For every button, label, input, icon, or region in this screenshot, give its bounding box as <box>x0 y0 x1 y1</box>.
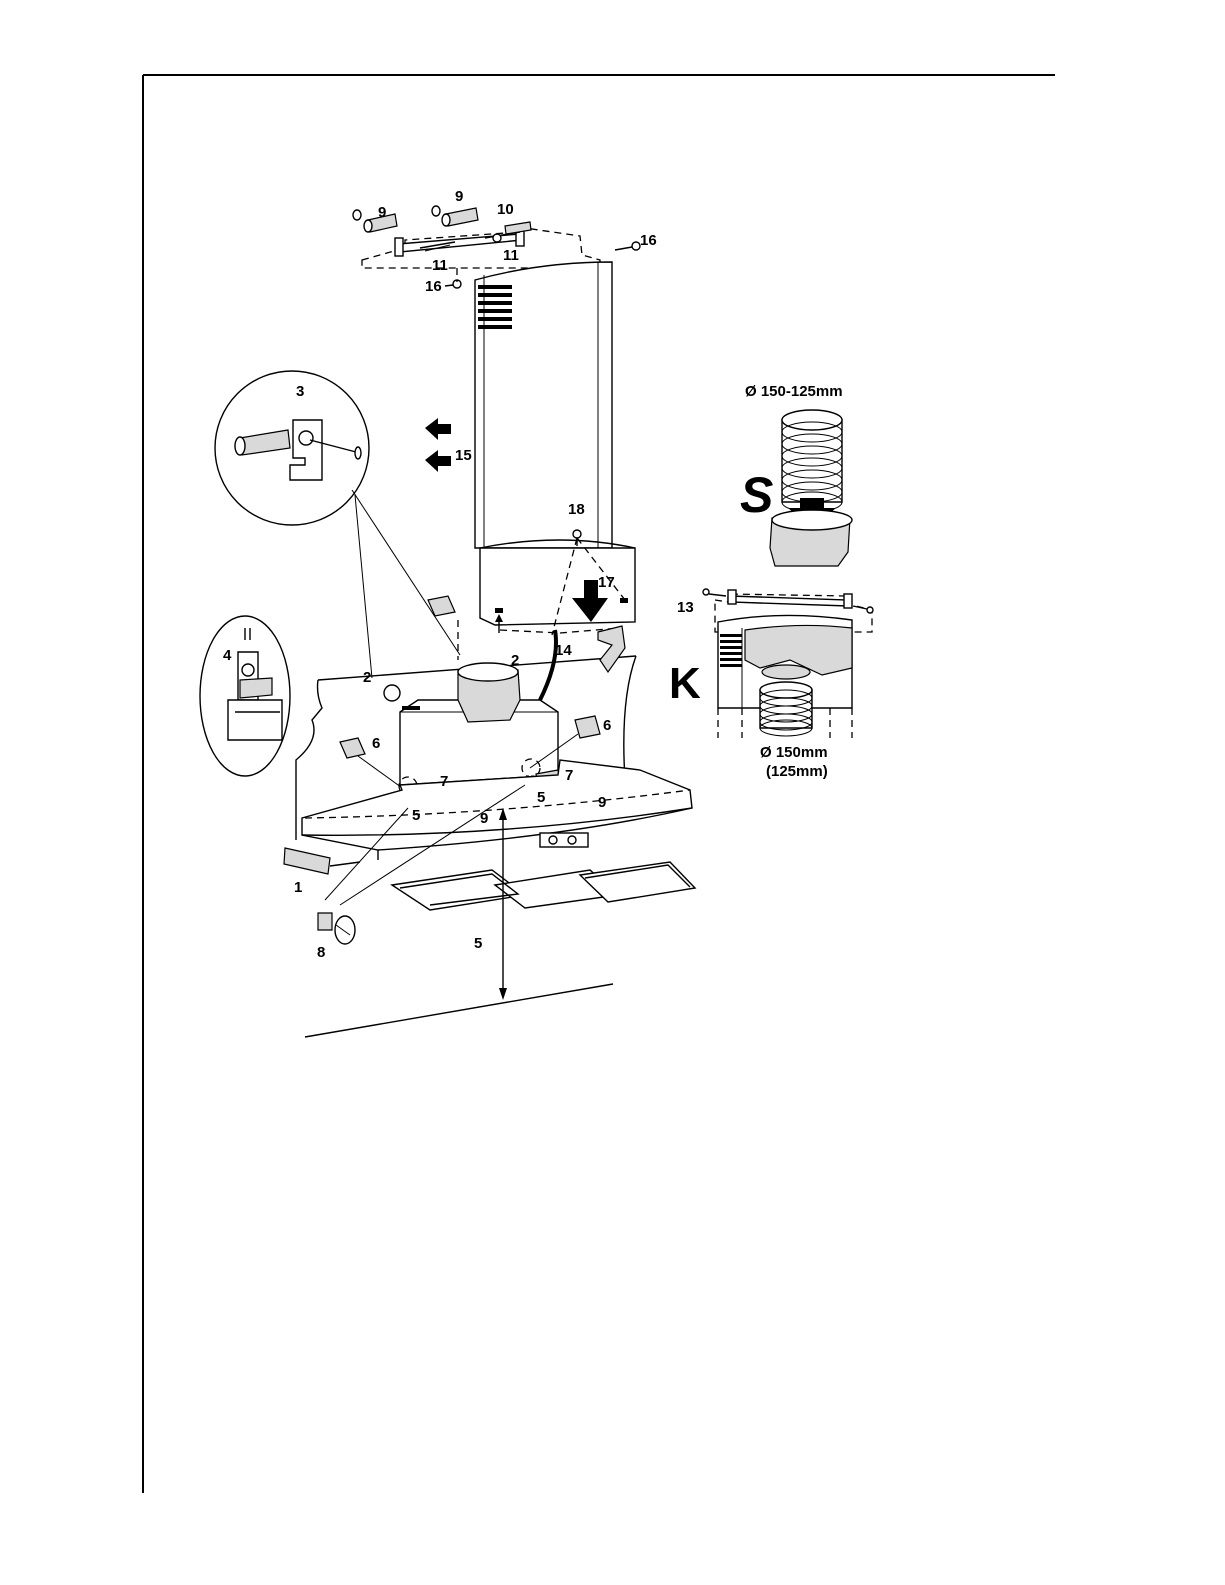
label-9-top-right: 9 <box>455 188 463 205</box>
label-15: 15 <box>455 447 472 464</box>
label-5-left: 5 <box>412 807 420 824</box>
mode-s-letter: S <box>740 467 773 523</box>
extraction-mode-s <box>770 410 852 566</box>
label-9-center: 9 <box>480 810 488 827</box>
motor-housing <box>400 663 558 785</box>
label-7-right: 7 <box>565 767 573 784</box>
wall-bracket-upper <box>428 596 458 660</box>
bracket-screw-10 <box>505 222 531 234</box>
fixing-screw-8 <box>318 913 355 944</box>
label-1: 1 <box>294 879 302 896</box>
label-6-left: 6 <box>372 735 380 752</box>
label-16-top: 16 <box>640 232 657 249</box>
grease-filters <box>392 862 695 910</box>
recirculation-mode-k <box>703 589 873 738</box>
label-2-right: 2 <box>511 652 519 669</box>
label-8: 8 <box>317 944 325 961</box>
mode-k-letter: K <box>669 659 701 708</box>
duct-adapter <box>770 510 852 566</box>
power-cord-1 <box>284 848 360 874</box>
label-16-left: 16 <box>425 278 442 295</box>
label-6-right: 6 <box>603 717 611 734</box>
label-3: 3 <box>296 383 304 400</box>
wall-plug-9-left <box>353 210 397 232</box>
duct-diameter-s: Ø 150-125mm <box>745 383 843 400</box>
label-14: 14 <box>555 642 572 659</box>
label-9-top-left: 9 <box>378 204 386 221</box>
label-13: 13 <box>677 599 694 616</box>
wall-plug-9-right <box>432 206 478 226</box>
label-5-right: 5 <box>537 789 545 806</box>
label-2-left: 2 <box>363 669 371 686</box>
slide-direction-arrows-15 <box>425 418 451 472</box>
worktop-line <box>305 984 613 1037</box>
screw-16-top-right <box>615 242 640 250</box>
k-flex-duct <box>760 682 812 736</box>
label-10: 10 <box>497 201 514 218</box>
label-18: 18 <box>568 501 585 518</box>
duct-diameter-k-alt: (125mm) <box>766 763 828 780</box>
label-4: 4 <box>223 647 232 664</box>
label-11-left: 11 <box>432 257 448 274</box>
label-17: 17 <box>598 574 615 591</box>
duct-diameter-k: Ø 150mm <box>760 744 828 761</box>
screw-16-left <box>445 280 461 288</box>
label-7-left: 7 <box>440 773 448 790</box>
power-cable-14 <box>540 626 625 700</box>
label-11-right: 11 <box>503 247 519 264</box>
label-5-height: 5 <box>474 935 482 952</box>
detail-ellipse-4 <box>200 616 290 776</box>
flex-duct <box>782 410 842 512</box>
label-9-right: 9 <box>598 794 606 811</box>
